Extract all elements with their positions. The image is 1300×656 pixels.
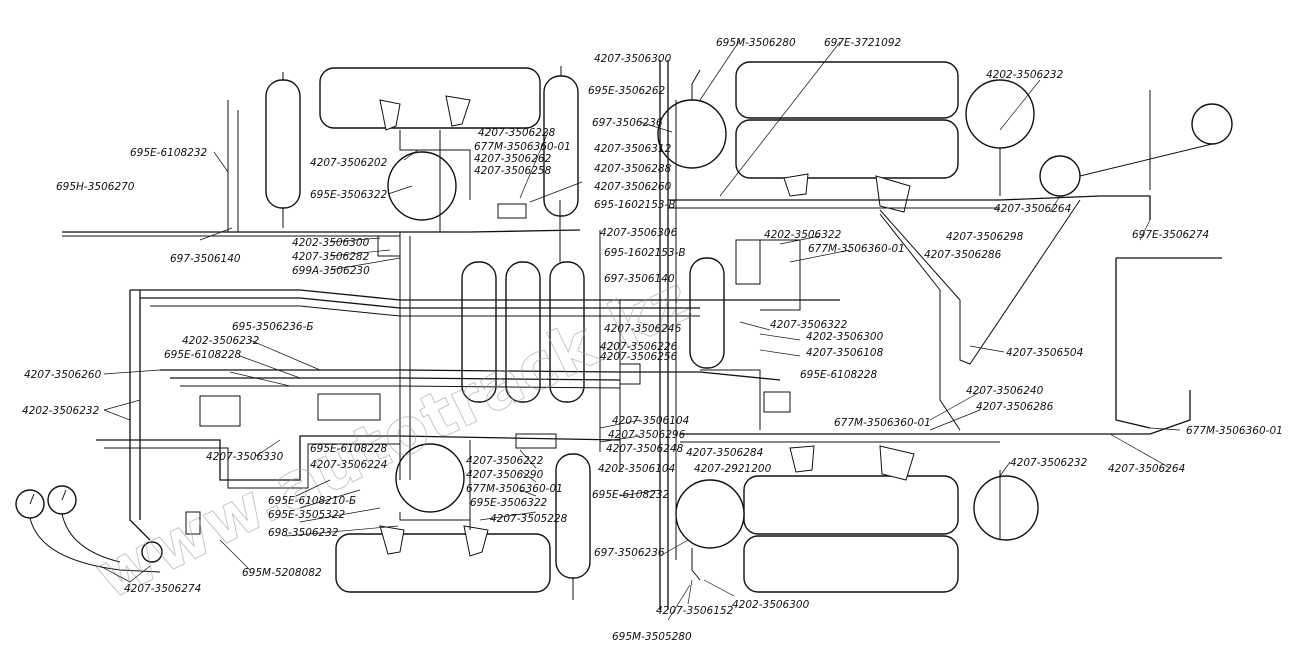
label-4207-3506300-top: 4207-3506300 xyxy=(594,53,672,65)
label-695e-3506322-bottom: 695Е-3506322 xyxy=(470,497,548,509)
label-4207-3506232: 4207-3506232 xyxy=(1010,457,1088,469)
tire-rear-left-outer xyxy=(735,61,959,179)
label-697e-3721092: 697Е-3721092 xyxy=(824,37,902,49)
label-677m-3506360-01-e: 677М-3506360-01 xyxy=(466,483,563,495)
label-4207-3506258: 4207-3506258 xyxy=(474,165,552,177)
brake-chamber-rear-right xyxy=(675,479,745,549)
label-695e-6108232-bottom: 695Е-6108232 xyxy=(592,489,670,501)
label-4207-3505228: 4207-3505228 xyxy=(490,513,568,525)
label-4207-3506246: 4207-3506246 xyxy=(604,323,682,335)
label-697-3506140: 697-3506140 xyxy=(170,253,241,265)
label-4207-3506256: 4207-3506256 xyxy=(600,351,678,363)
label-4202-3506300: 4202-3506300 xyxy=(292,237,370,249)
label-4202-3506300-mid: 4202-3506300 xyxy=(806,331,884,343)
label-695m-5208082: 695М-5208082 xyxy=(242,567,322,579)
label-4202-3506232-top: 4202-3506232 xyxy=(986,69,1064,81)
air-receiver-group xyxy=(461,257,725,403)
label-4207-3506224: 4207-3506224 xyxy=(310,459,387,471)
label-697-3506140-mid: 697-3506140 xyxy=(604,273,675,285)
brake-valves xyxy=(185,95,915,557)
label-4207-3506228: 4207-3506228 xyxy=(478,127,556,139)
brake-chamber-trailer-1 xyxy=(1039,103,1233,197)
label-4207-3506330: 4207-3506330 xyxy=(206,451,284,463)
label-4207-3506286-right: 4207-3506286 xyxy=(976,401,1054,413)
air-receiver-3 xyxy=(555,453,591,600)
brake-chamber-front-left xyxy=(387,151,457,221)
leader-lines xyxy=(99,39,1181,621)
air-receiver-2 xyxy=(543,66,579,217)
brake-chamber-front-right xyxy=(395,443,465,513)
pressure-gauges xyxy=(15,485,163,563)
label-695m-3505280: 695М-3505280 xyxy=(612,631,692,643)
label-695-3506236-b: 695-3506236-Б xyxy=(232,321,314,333)
label-4207-3506312: 4207-3506312 xyxy=(594,143,672,155)
label-4207-3506298: 4207-3506298 xyxy=(946,231,1024,243)
label-677m-3506360-01-b: 677М-3506360-01 xyxy=(808,243,905,255)
part-number-labels: 695Н-3506270 695Е-6108232 697-3506140 42… xyxy=(22,37,1283,643)
label-4207-3506108: 4207-3506108 xyxy=(806,347,884,359)
label-695e-3505322: 695Е-3505322 xyxy=(268,509,346,521)
label-695e-3506262: 695Е-3506262 xyxy=(588,85,666,97)
label-4207-3506260-top: 4207-3506260 xyxy=(594,181,672,193)
label-695e-6108232: 695Е-6108232 xyxy=(130,147,208,159)
label-4202-3506232-left-b: 4202-3506232 xyxy=(22,405,100,417)
tire-rear-right xyxy=(743,475,959,593)
label-4207-3506152: 4207-3506152 xyxy=(656,605,734,617)
label-4207-3506284: 4207-3506284 xyxy=(686,447,763,459)
label-699a-3506230: 699А-3506230 xyxy=(292,265,370,277)
label-4207-3506306: 4207-3506306 xyxy=(600,227,678,239)
label-4207-3506248: 4207-3506248 xyxy=(606,443,684,455)
label-4207-3506296: 4207-3506296 xyxy=(608,429,686,441)
label-4207-3506226: 4207-3506226 xyxy=(600,341,678,353)
label-4207-3506202: 4207-3506202 xyxy=(310,157,388,169)
label-4202-3506322: 4202-3506322 xyxy=(764,229,842,241)
label-4207-2921200: 4207-2921200 xyxy=(694,463,772,475)
label-695e-6108228-bottom: 695Е-6108228 xyxy=(310,443,388,455)
label-4207-3506322: 4207-3506322 xyxy=(770,319,848,331)
label-695e-3506322: 695Е-3506322 xyxy=(310,189,388,201)
label-4207-3506274: 4207-3506274 xyxy=(124,583,201,595)
label-695e-6108228-left: 695Е-6108228 xyxy=(164,349,242,361)
label-4207-3506286-top: 4207-3506286 xyxy=(924,249,1002,261)
label-4202-3506300-bottom: 4202-3506300 xyxy=(732,599,810,611)
label-4207-3506290: 4207-3506290 xyxy=(466,469,544,481)
label-695e-6108210-b: 695Е-6108210-Б xyxy=(268,495,356,507)
tire-front-right xyxy=(335,533,551,593)
brake-chamber-rear-left-2 xyxy=(965,79,1035,149)
label-4207-3506282: 4207-3506282 xyxy=(292,251,370,263)
label-4207-3506260-left: 4207-3506260 xyxy=(24,369,102,381)
label-697-3506236-bottom: 697-3506236 xyxy=(594,547,665,559)
label-4207-3506264-top: 4207-3506264 xyxy=(994,203,1071,215)
label-4207-3506288: 4207-3506288 xyxy=(594,163,672,175)
label-697-3506236-top: 697-3506236 xyxy=(592,117,663,129)
label-4202-3506104: 4202-3506104 xyxy=(598,463,675,475)
label-677m-3506360-01-c: 677М-3506360-01 xyxy=(834,417,931,429)
label-697e-3506274: 697Е-3506274 xyxy=(1132,229,1209,241)
label-695e-6108228-right: 695Е-6108228 xyxy=(800,369,878,381)
label-4207-3506104: 4207-3506104 xyxy=(612,415,689,427)
label-695-1602153-b: 695-1602153-В xyxy=(604,247,686,259)
label-677m-3506360-01-d: 677М-3506360-01 xyxy=(1186,425,1283,437)
label-4202-3506232-left-a: 4202-3506232 xyxy=(182,335,260,347)
tire-front-left xyxy=(319,67,541,129)
label-677m-3506360-01-a: 677М-3506360-01 xyxy=(474,141,571,153)
air-receiver-1 xyxy=(265,72,301,228)
label-695m-3506280-top: 695М-3506280 xyxy=(716,37,796,49)
label-4207-3506222: 4207-3506222 xyxy=(466,455,544,467)
label-698-3506232: 698-3506232 xyxy=(268,527,339,539)
brake-chamber-rear-right-2 xyxy=(973,475,1039,541)
label-4207-3506264-bottom: 4207-3506264 xyxy=(1108,463,1185,475)
label-695-1602153-b-top: 695-1602153-В xyxy=(594,199,676,211)
label-4207-3506240: 4207-3506240 xyxy=(966,385,1044,397)
label-4207-3506262: 4207-3506262 xyxy=(474,153,552,165)
label-4207-3506504: 4207-3506504 xyxy=(1006,347,1083,359)
label-695n-3506270: 695Н-3506270 xyxy=(56,181,135,193)
